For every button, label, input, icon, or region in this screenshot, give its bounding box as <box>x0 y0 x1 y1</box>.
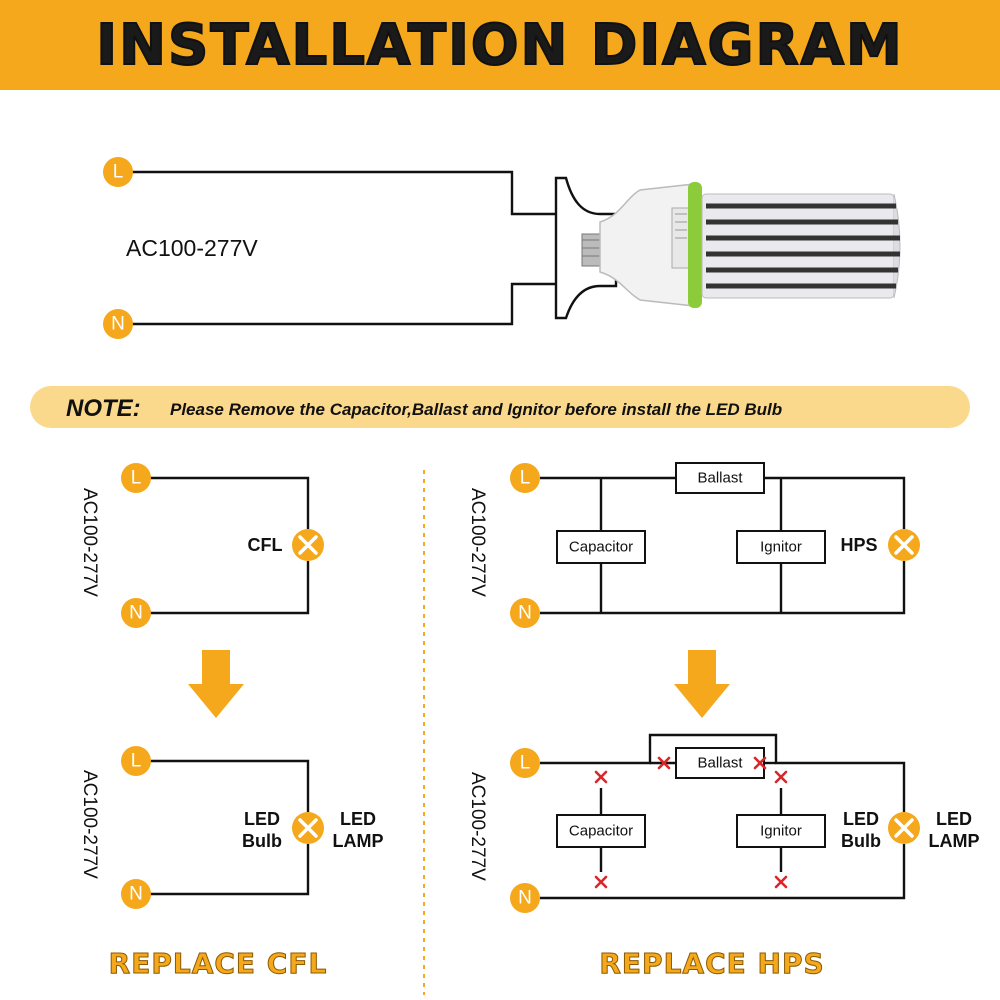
cut-mark-ignitor-top <box>774 770 788 784</box>
hps-after-terminal-n: N <box>518 888 532 909</box>
hps-led-lamp-label-2: LAMP <box>929 831 980 851</box>
cfl-after-circuit: L N AC100-277V LED Bulb LED LAMP <box>79 746 384 909</box>
top-terminal-l: L <box>103 157 133 187</box>
note-prefix: NOTE: <box>66 395 141 422</box>
cfl-before-terminal-l: L <box>131 468 142 489</box>
svg-text:L: L <box>113 162 124 183</box>
cfl-down-arrow <box>188 650 244 718</box>
hps-lamp-label: HPS <box>840 535 877 555</box>
cfl-before-voltage: AC100-277V <box>79 488 100 597</box>
cfl-lamp-label: CFL <box>248 535 283 555</box>
hps-before-ignitor: Ignitor <box>760 539 802 556</box>
hps-down-arrow <box>674 650 730 718</box>
hps-before-voltage: AC100-277V <box>467 488 488 597</box>
hps-before-ballast: Ballast <box>697 470 743 487</box>
cfl-led-bulb-label-1: LED <box>244 809 280 829</box>
hps-after-voltage: AC100-277V <box>467 772 488 881</box>
hps-before-circuit: L N AC100-277V Ballast Capacitor Ignitor… <box>467 462 920 628</box>
page-title: INSTALLATION DIAGRAM <box>95 12 904 79</box>
hps-led-bulb-label-2: Bulb <box>841 831 881 851</box>
cfl-before-terminal-n: N <box>129 603 143 624</box>
cfl-led-lamp-label-1: LED <box>340 809 376 829</box>
hps-led-lamp-label-1: LED <box>936 809 972 829</box>
hps-after-ignitor: Ignitor <box>760 823 802 840</box>
hps-led-bulb-label-1: LED <box>843 809 879 829</box>
cfl-after-voltage: AC100-277V <box>79 770 100 879</box>
cfl-after-terminal-l: L <box>131 751 142 772</box>
hps-after-terminal-l: L <box>520 753 531 774</box>
top-voltage-label: AC100-277V <box>126 235 258 261</box>
cut-mark-capacitor-bottom <box>594 875 608 889</box>
hps-after-ballast: Ballast <box>697 755 743 772</box>
led-corn-bulb <box>581 182 901 308</box>
cut-mark-ballast-left <box>657 756 671 770</box>
svg-text:N: N <box>111 314 125 335</box>
hps-before-capacitor: Capacitor <box>569 539 633 556</box>
top-wiring <box>132 170 556 326</box>
replace-cfl-label: REPLACE CFL <box>109 947 328 980</box>
note-text: Please Remove the Capacitor,Ballast and … <box>170 400 782 419</box>
replace-hps-label: REPLACE HPS <box>599 947 824 980</box>
cfl-after-terminal-n: N <box>129 884 143 905</box>
hps-after-capacitor: Capacitor <box>569 823 633 840</box>
cut-mark-ignitor-bottom <box>774 875 788 889</box>
cfl-led-bulb-label-2: Bulb <box>242 831 282 851</box>
header-banner: INSTALLATION DIAGRAM <box>0 0 1000 90</box>
cfl-before-circuit: L N AC100-277V CFL <box>79 463 324 628</box>
top-terminal-n: N <box>103 309 133 339</box>
hps-after-circuit: L N AC100-277V Ballast Capacitor Ignitor… <box>467 733 980 913</box>
cut-marks <box>594 756 788 889</box>
cut-mark-ballast-right <box>753 756 767 770</box>
note-bar: NOTE: Please Remove the Capacitor,Ballas… <box>30 386 970 428</box>
hps-before-terminal-l: L <box>520 468 531 489</box>
cfl-led-lamp-label-2: LAMP <box>333 831 384 851</box>
hps-before-terminal-n: N <box>518 603 532 624</box>
cut-mark-capacitor-top <box>594 770 608 784</box>
